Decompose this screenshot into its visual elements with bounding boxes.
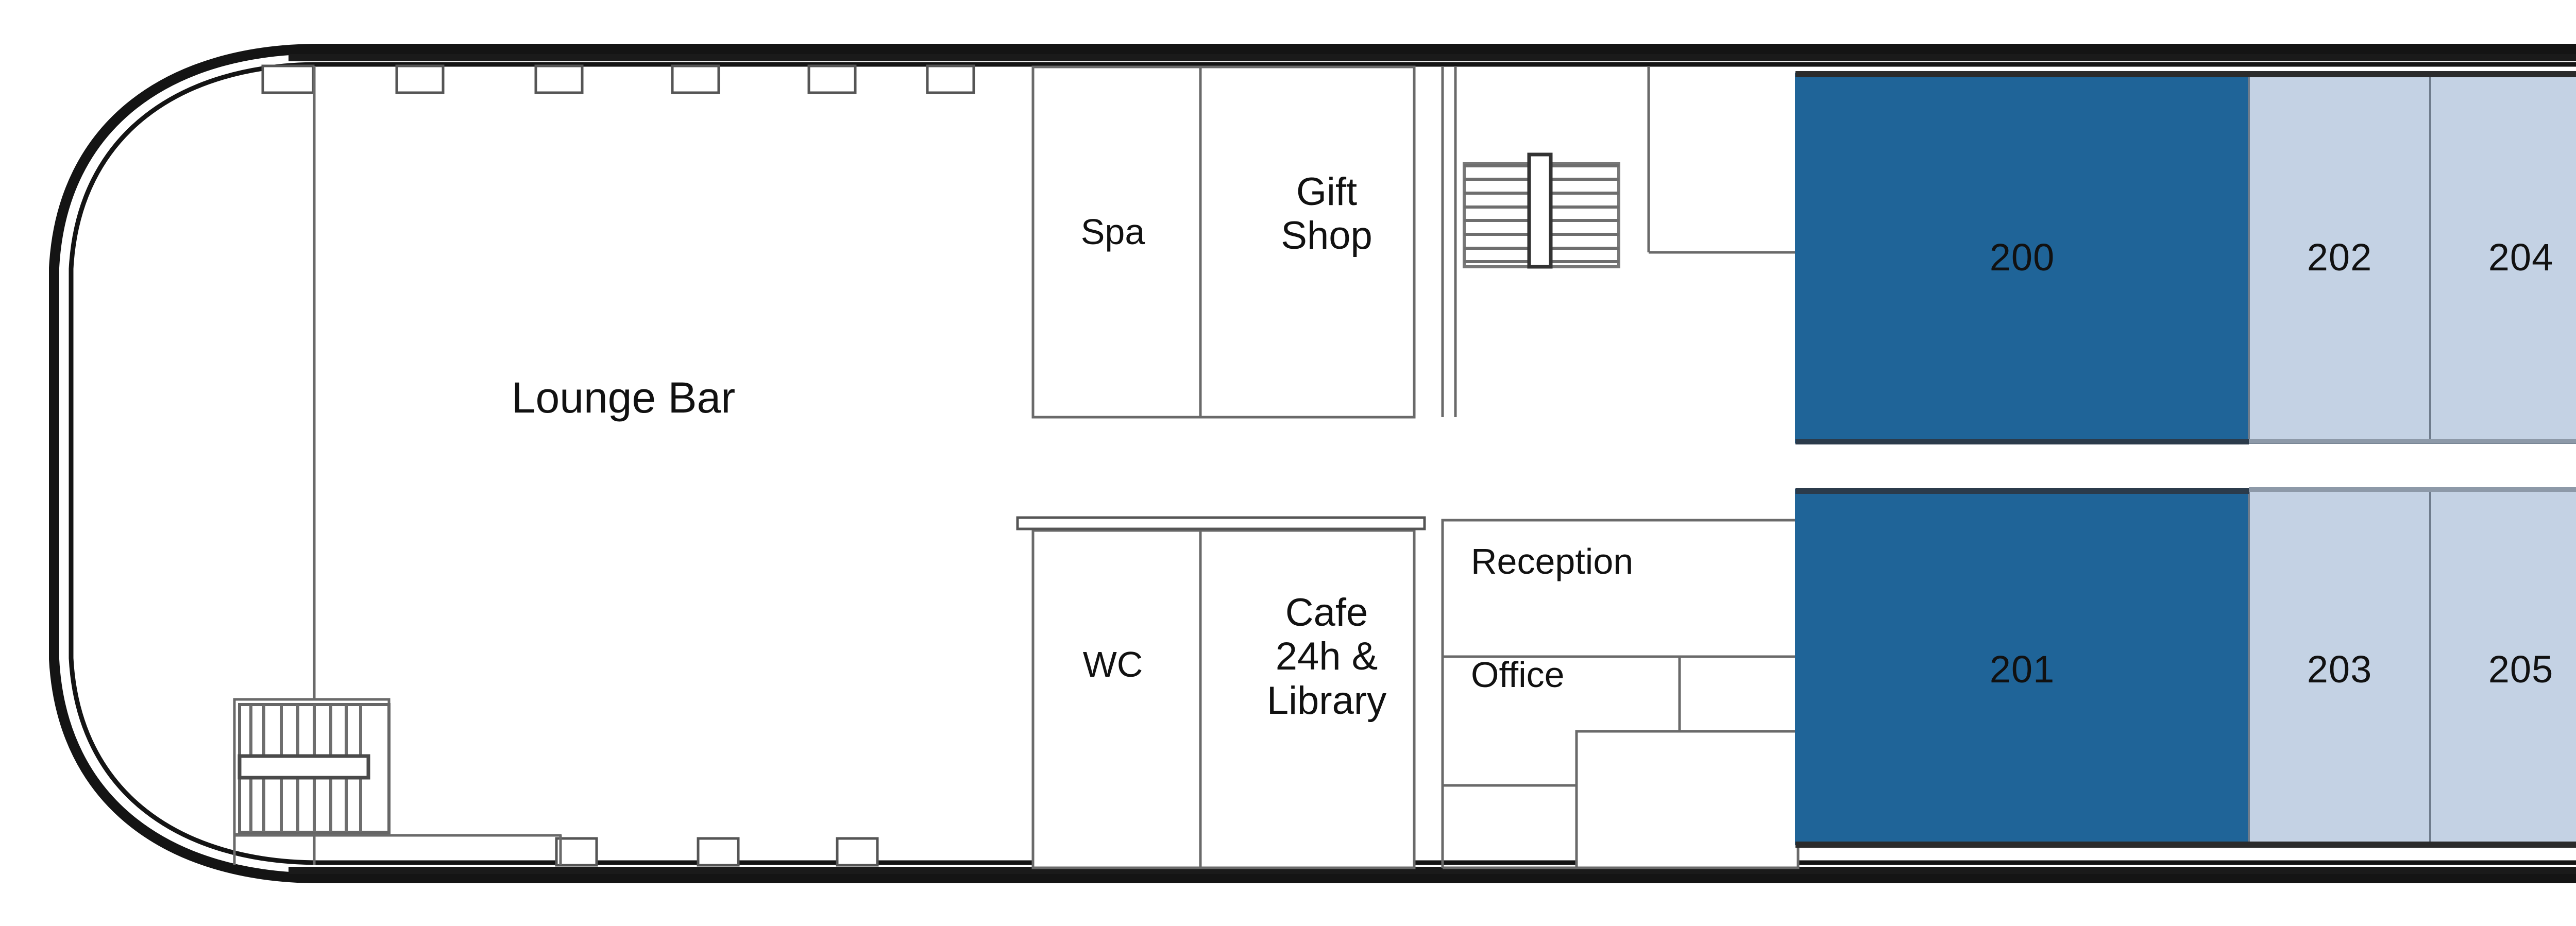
stair-bow-icon bbox=[238, 703, 391, 834]
cabin-202 bbox=[2248, 72, 2431, 444]
cabin-200 bbox=[1795, 73, 2249, 443]
deck-edge-rails bbox=[289, 54, 2576, 874]
cabin-205 bbox=[2429, 488, 2576, 846]
cabin-201 bbox=[1795, 489, 2249, 845]
cabin-row-beams bbox=[1795, 71, 2576, 848]
cabin-204 bbox=[2429, 72, 2576, 444]
wc-cafe-reception-block bbox=[1016, 516, 1800, 869]
cabin-row-upper bbox=[1795, 72, 2576, 444]
window-markers-top bbox=[261, 64, 975, 94]
cabin-row-lower bbox=[1795, 488, 2576, 846]
hull-outline bbox=[49, 44, 2576, 883]
cabin-203 bbox=[2248, 488, 2431, 846]
stair-mid-icon bbox=[1463, 152, 1620, 269]
window-markers-bottom bbox=[555, 837, 879, 867]
spa-giftshop-block bbox=[1031, 65, 1795, 419]
